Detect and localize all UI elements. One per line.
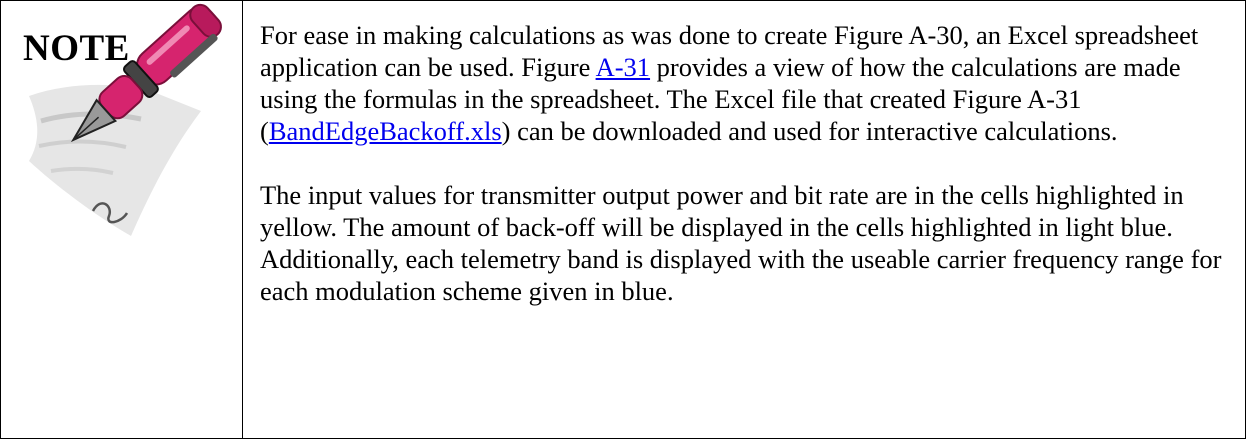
note-paragraph-1: For ease in making calculations as was d… xyxy=(260,19,1225,147)
bandedgebackoff-xls-link[interactable]: BandEdgeBackoff.xls xyxy=(268,116,502,146)
paragraph1-text-c: ) can be downloaded and used for interac… xyxy=(501,116,1118,146)
pen-on-paper-icon xyxy=(29,3,222,236)
note-paragraph-2: The input values for transmitter output … xyxy=(260,180,1222,306)
figure-a31-link[interactable]: A-31 xyxy=(595,52,651,82)
note-label: NOTE xyxy=(23,28,130,69)
paragraph1-text-b: provides a view of how the calculations … xyxy=(260,52,1181,146)
note-text-cell: For ease in making calculations as was d… xyxy=(242,0,1246,439)
paragraph1-text-a: For ease in making calculations as was d… xyxy=(260,20,1199,82)
note-icon-cell: NOTE xyxy=(0,0,243,439)
